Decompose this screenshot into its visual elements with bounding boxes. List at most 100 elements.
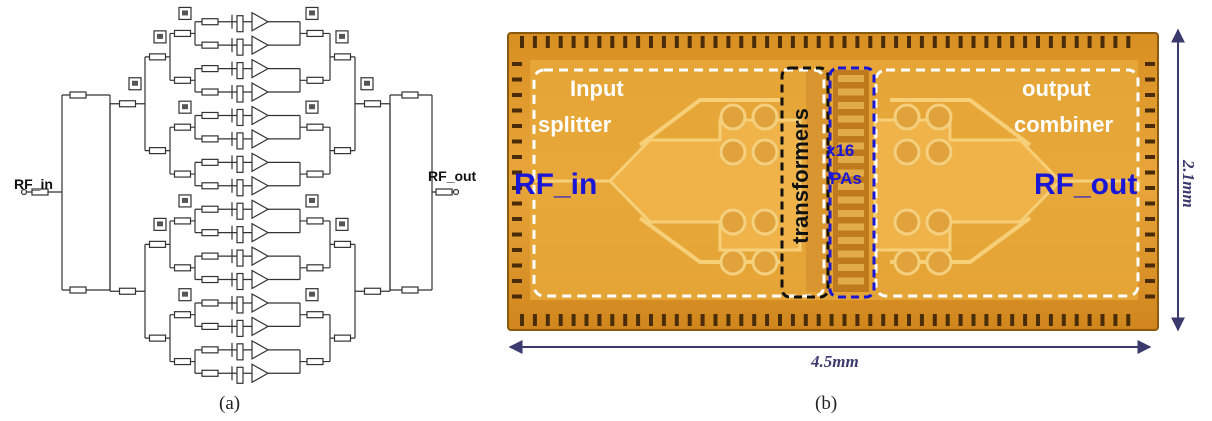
bond-pad bbox=[907, 36, 911, 48]
bond-pad bbox=[829, 314, 834, 326]
pa-cell bbox=[838, 264, 864, 271]
bond-pad bbox=[1087, 36, 1092, 48]
bias-resistor bbox=[236, 366, 244, 384]
supply-core bbox=[309, 197, 315, 203]
bond-pad bbox=[803, 36, 808, 48]
rf-in-label-chip: RF_in bbox=[514, 168, 598, 201]
combiner-resistor bbox=[306, 76, 324, 84]
bond-pad bbox=[739, 36, 744, 48]
bond-pad bbox=[881, 36, 886, 48]
bond-pad bbox=[932, 36, 937, 48]
bond-pad bbox=[958, 314, 963, 326]
bond-pad bbox=[512, 93, 522, 97]
amp-input-resistor bbox=[201, 41, 219, 49]
bond-pad bbox=[1074, 314, 1079, 326]
bond-pad bbox=[1010, 36, 1015, 48]
width-dimension-label: 4.5mm bbox=[811, 352, 859, 371]
inductor-coil bbox=[893, 103, 921, 131]
combiner-resistor bbox=[363, 287, 382, 295]
inductor-coil bbox=[719, 103, 747, 131]
bond-pad bbox=[816, 314, 821, 326]
bias-resistor bbox=[236, 38, 244, 56]
bond-pad bbox=[894, 36, 899, 48]
amplifier-triangle bbox=[251, 339, 270, 360]
rf-in-label-schematic: RF_in bbox=[14, 176, 53, 192]
combiner-resistor bbox=[333, 240, 352, 248]
pas-box bbox=[828, 66, 876, 299]
bond-pad bbox=[520, 314, 524, 326]
bond-pad bbox=[584, 314, 589, 326]
bond-pad bbox=[512, 170, 522, 175]
bond-pad bbox=[739, 314, 744, 326]
bond-pad bbox=[597, 36, 602, 48]
bond-pad bbox=[512, 248, 522, 252]
amp-input-resistor bbox=[201, 111, 219, 120]
power-combiner-schematic bbox=[20, 6, 460, 384]
bond-pad bbox=[700, 314, 705, 326]
combiner-resistor bbox=[306, 29, 324, 38]
splitter-resistor bbox=[148, 240, 167, 248]
transformer-array bbox=[806, 70, 830, 292]
bond-pad bbox=[636, 36, 641, 48]
bond-pad bbox=[1145, 279, 1155, 283]
pa-cell bbox=[838, 210, 864, 217]
bond-pad bbox=[997, 314, 1002, 326]
amp-input-resistor bbox=[201, 135, 219, 143]
bias-resistor bbox=[236, 319, 244, 338]
bond-pad bbox=[512, 155, 522, 159]
amplifier-triangle bbox=[251, 363, 270, 384]
bias-resistor bbox=[236, 226, 244, 244]
combiner-resistor bbox=[306, 123, 324, 131]
bond-pad bbox=[512, 186, 522, 190]
bond-pad bbox=[894, 314, 899, 326]
amplifier-triangle bbox=[251, 292, 270, 313]
bond-pad bbox=[868, 36, 873, 48]
pa-cell bbox=[838, 88, 864, 96]
splitter-resistor bbox=[118, 100, 137, 108]
bond-pad bbox=[584, 36, 589, 48]
bond-pad bbox=[1061, 314, 1066, 326]
combiner-label: combiner bbox=[1014, 112, 1114, 137]
splitter-resistor bbox=[173, 170, 192, 178]
bond-pad bbox=[829, 36, 834, 48]
amplifier-triangle bbox=[251, 11, 270, 32]
bond-pad bbox=[932, 314, 937, 326]
bond-pad bbox=[1036, 36, 1040, 48]
bond-pad bbox=[700, 36, 705, 48]
output-combiner-box bbox=[874, 68, 1140, 298]
bond-pad bbox=[545, 36, 550, 48]
bond-pad bbox=[984, 314, 989, 326]
bond-pad bbox=[623, 36, 628, 48]
amplifier-triangle bbox=[251, 316, 270, 337]
bond-pad bbox=[855, 314, 860, 326]
supply-core bbox=[339, 221, 345, 227]
splitter-resistor bbox=[173, 123, 192, 131]
amplifier-triangle bbox=[251, 222, 270, 243]
inductor-coil bbox=[925, 138, 953, 166]
bias-resistor bbox=[236, 155, 244, 173]
combiner-resistor bbox=[333, 334, 352, 342]
bias-resistor bbox=[236, 296, 244, 314]
splitter-label: splitter bbox=[538, 112, 612, 137]
bond-pad bbox=[984, 36, 989, 48]
bond-pad bbox=[765, 314, 770, 326]
bond-pad bbox=[816, 36, 821, 48]
output-label: output bbox=[1022, 76, 1091, 101]
pa-cell bbox=[838, 277, 864, 285]
bond-pad bbox=[649, 36, 653, 48]
bond-pad bbox=[881, 314, 886, 326]
amplifier-triangle bbox=[251, 82, 270, 103]
bond-pad bbox=[1145, 139, 1155, 144]
splitter-resistor bbox=[148, 53, 167, 61]
combiner-resistor bbox=[306, 217, 324, 225]
combiner-resistor bbox=[401, 286, 419, 294]
bond-pad bbox=[512, 232, 522, 237]
pas-label: PAs bbox=[830, 169, 862, 188]
input-splitter-box bbox=[532, 68, 826, 298]
amp-input-resistor bbox=[201, 88, 219, 96]
transformers-label: transformers bbox=[788, 108, 813, 244]
bond-pad bbox=[512, 139, 522, 144]
combiner-resistor bbox=[363, 100, 382, 108]
combiner-resistor bbox=[306, 357, 324, 366]
